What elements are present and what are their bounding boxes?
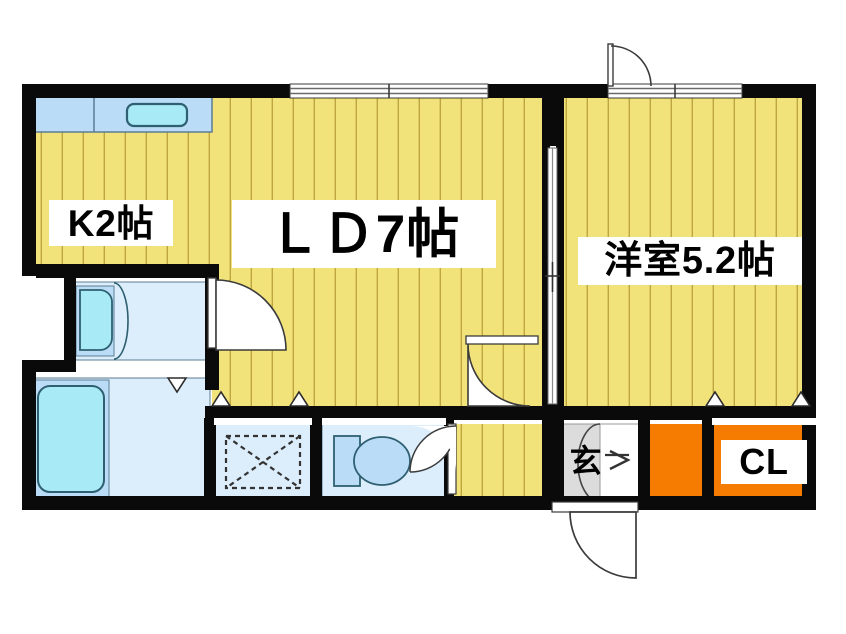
bath-room xyxy=(29,377,211,501)
room-label-kitchen-text: K2帖 xyxy=(67,202,155,244)
room-label-entrance-text: 玄 xyxy=(569,443,603,479)
kitchen-counter xyxy=(31,93,213,133)
baseboard-ticks xyxy=(166,377,812,407)
room-label-living-text: ＬＤ7帖 xyxy=(267,204,461,264)
front-door xyxy=(551,501,639,579)
room-label-kitchen: K2帖 xyxy=(49,200,173,246)
hall-door xyxy=(465,335,539,407)
bath-door xyxy=(207,277,287,351)
washer-space xyxy=(213,423,313,501)
closet-frames xyxy=(214,418,816,425)
bedroom-window xyxy=(607,83,743,99)
kitchen-sink xyxy=(125,102,189,128)
vanity-basin xyxy=(79,289,113,351)
room-label-bedroom: 洋室5.2帖 xyxy=(578,237,802,285)
vanity-room xyxy=(71,281,213,361)
toilet-door xyxy=(409,423,457,495)
toilet xyxy=(353,436,411,486)
room-label-closet-text: CL xyxy=(739,441,789,482)
ld-window xyxy=(289,83,489,99)
partition-sliding xyxy=(545,147,560,405)
room-label-living: ＬＤ7帖 xyxy=(232,200,496,268)
shoe-box xyxy=(648,424,704,502)
genkan-area xyxy=(551,423,641,503)
bedroom-entry-door xyxy=(607,43,652,87)
room-label-closet: CL xyxy=(721,440,807,484)
hall-floor xyxy=(452,424,552,502)
bathtub xyxy=(37,385,105,493)
room-label-entrance: 玄 xyxy=(566,440,606,482)
room-label-bedroom-text: 洋室5.2帖 xyxy=(604,240,776,282)
